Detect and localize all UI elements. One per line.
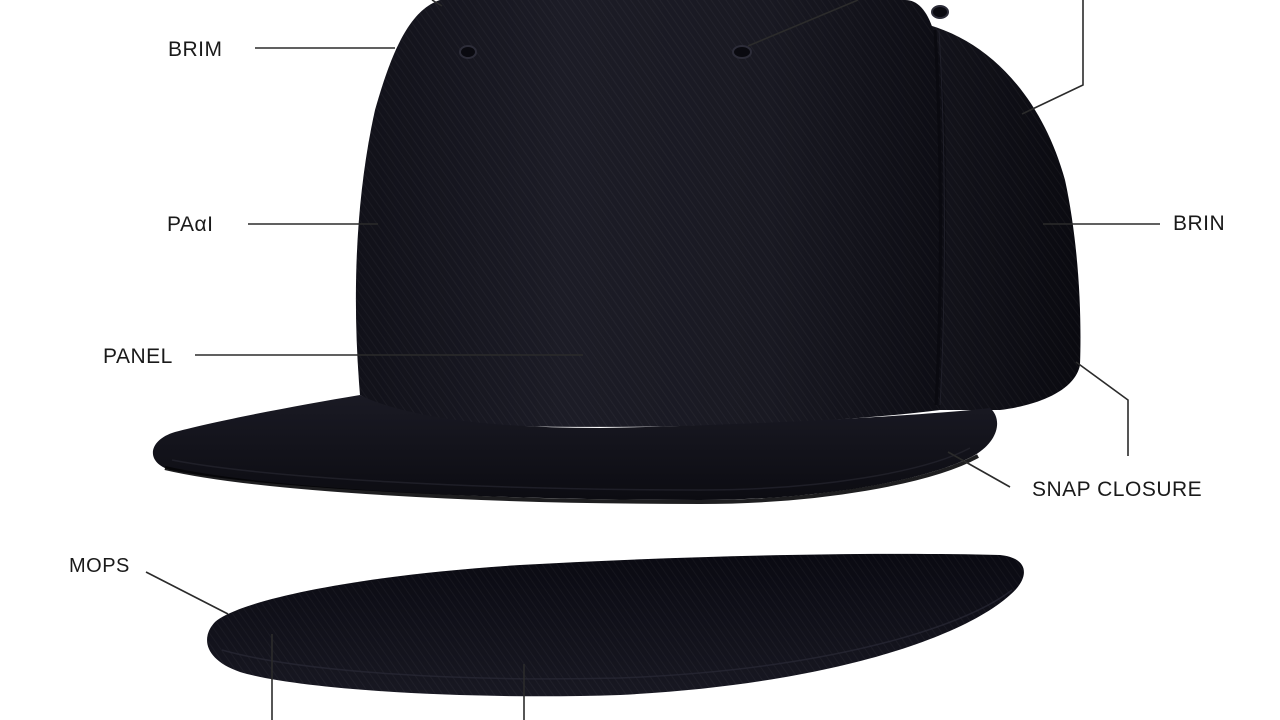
label-panel-upper-left: PAαI [167, 213, 214, 236]
leader-eyelet-center [747, 0, 859, 47]
label-panel-left: PANEL [103, 345, 173, 368]
leader-snap-closure [947, 451, 1011, 488]
eyelet [732, 45, 752, 59]
leader-right-lower [1075, 361, 1129, 456]
label-brim-right: BRIN [1173, 212, 1226, 235]
cap-brim [152, 395, 998, 500]
leader-top-right [1021, 0, 1084, 115]
eyelet [931, 5, 949, 19]
panel-seam [933, 29, 942, 406]
label-mops: MOPS [69, 555, 130, 577]
label-brim-top-left: BRIM [168, 38, 223, 61]
label-snap-closure: SNAP CLOSURE [1032, 478, 1203, 501]
eyelet [459, 45, 477, 59]
leader-lines [145, 0, 1160, 720]
leader-mops [145, 571, 229, 615]
leader-top-left-stub [431, 0, 443, 7]
